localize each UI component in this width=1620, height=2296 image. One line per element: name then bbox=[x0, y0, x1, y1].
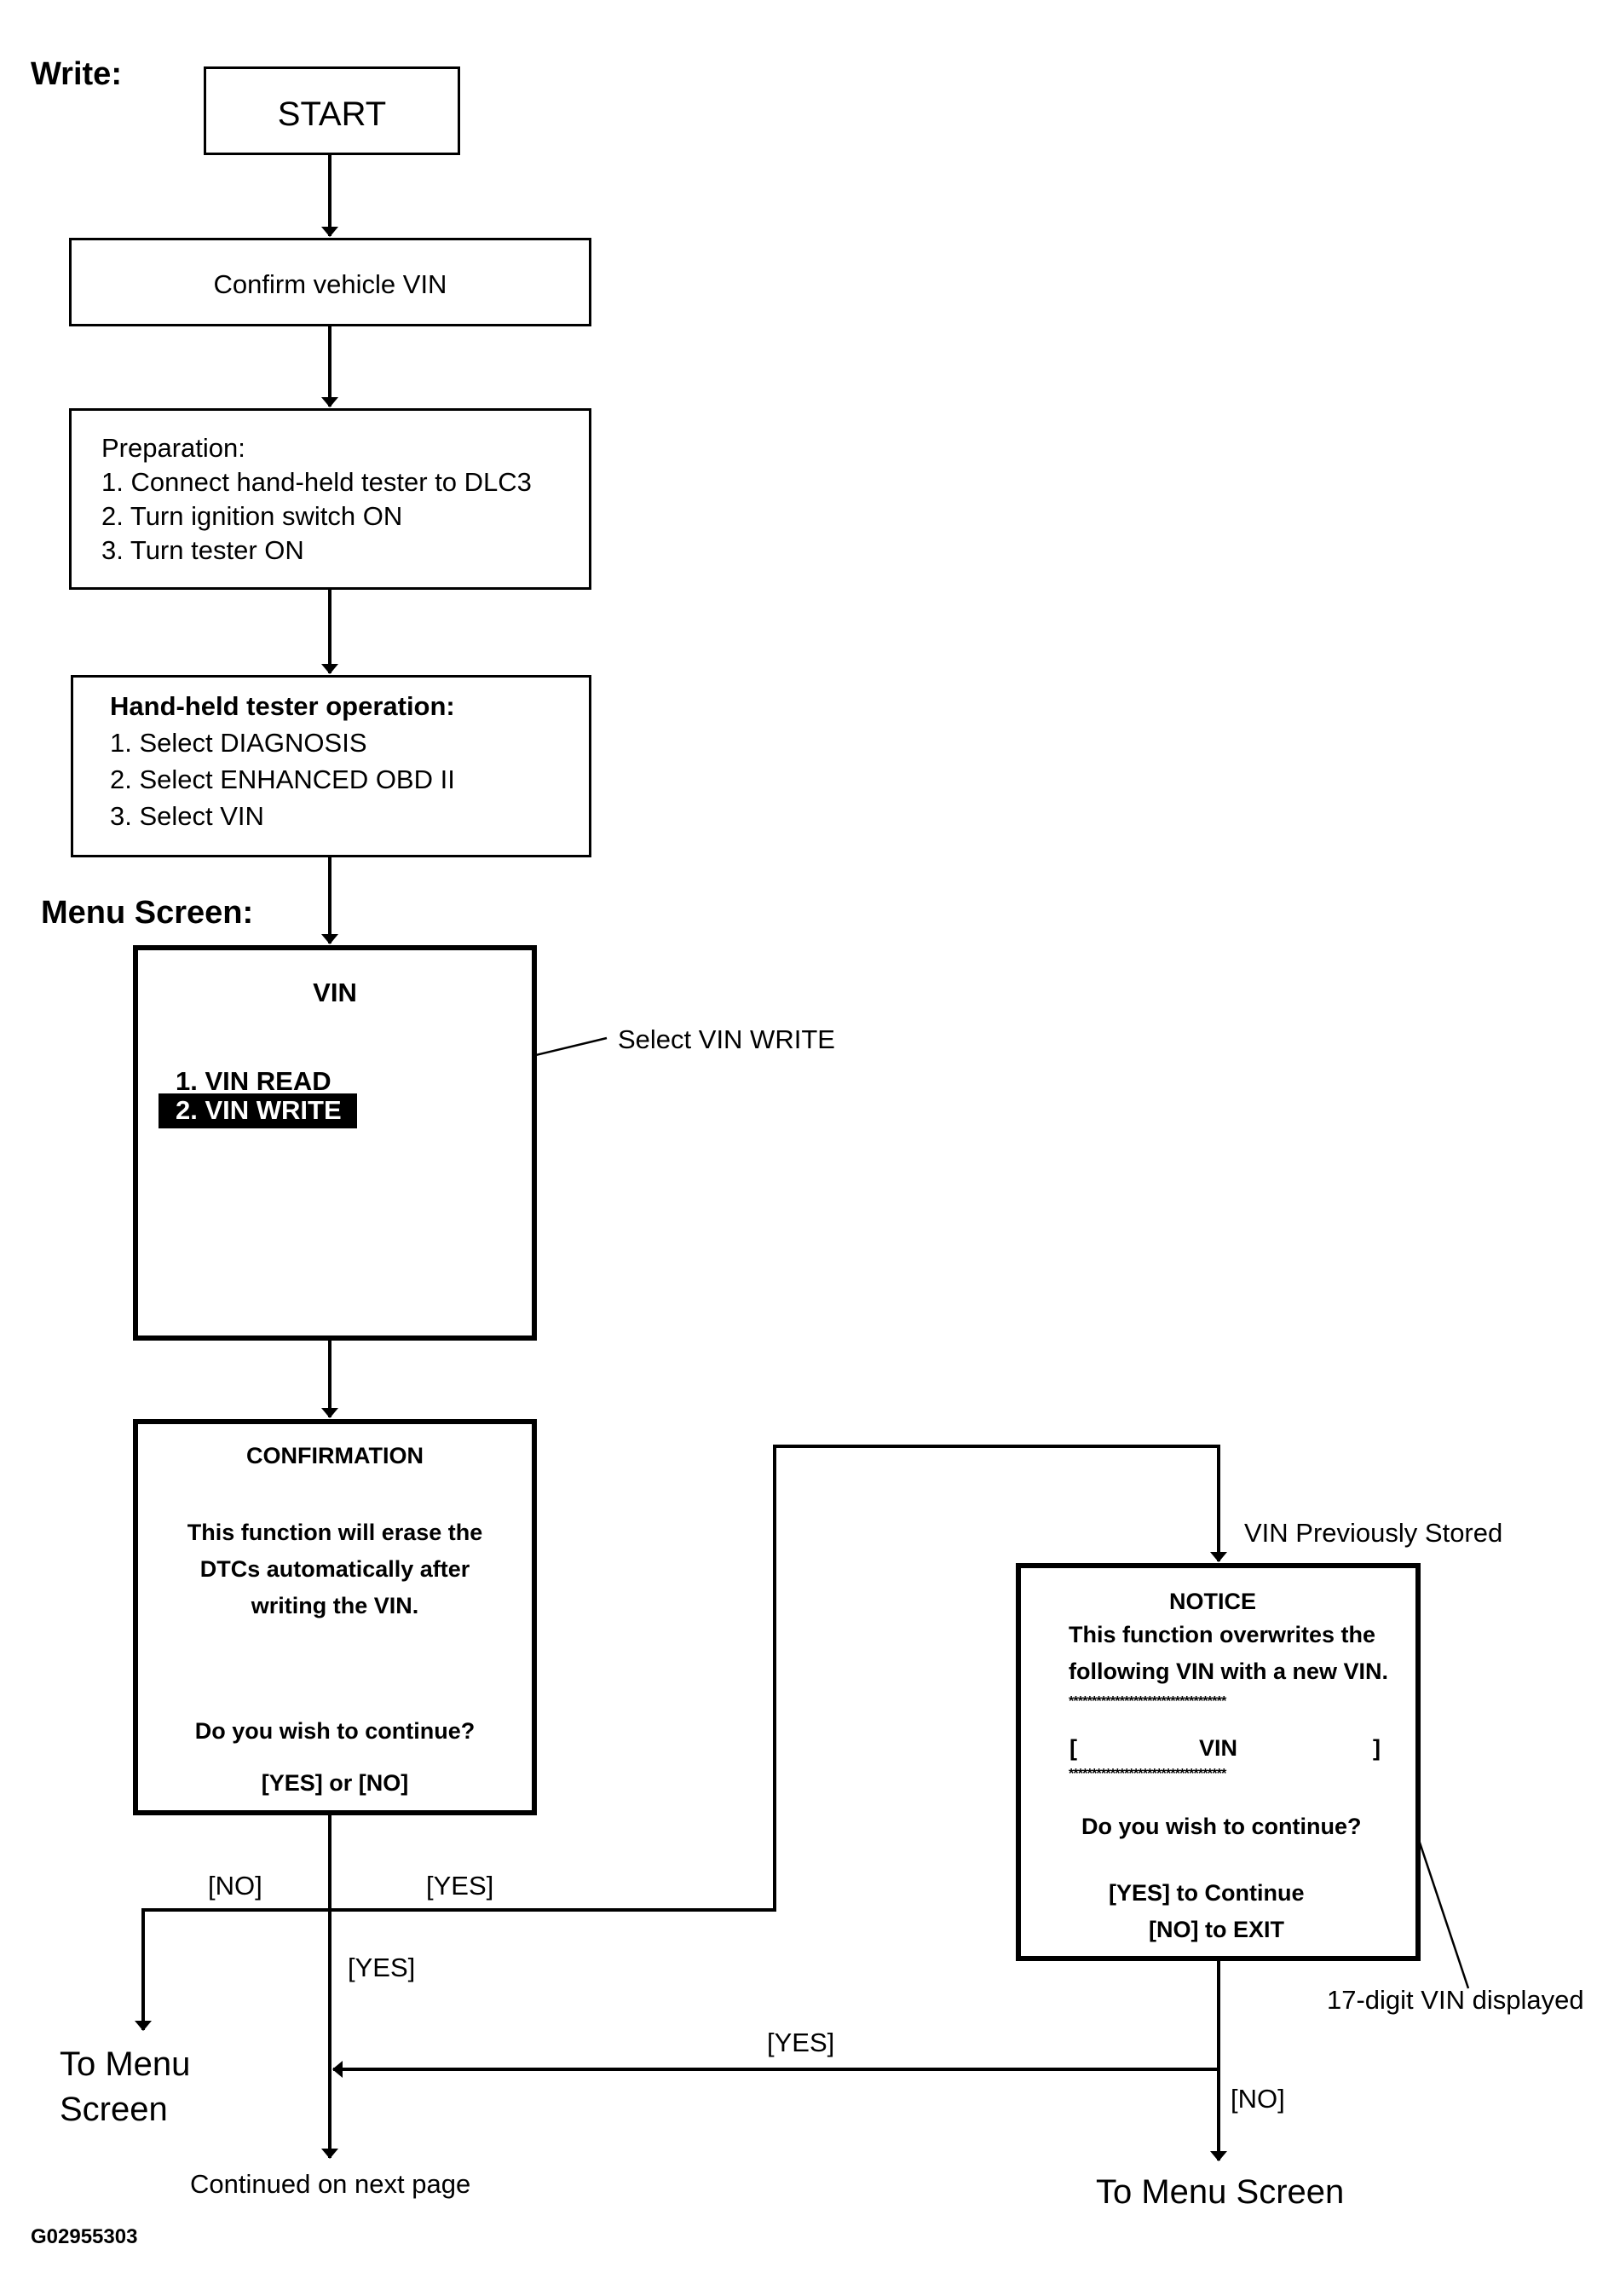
notice-title: NOTICE bbox=[1169, 1589, 1257, 1614]
vin-displayed-label: 17-digit VIN displayed bbox=[1327, 1985, 1584, 2015]
write-heading: Write: bbox=[31, 56, 122, 92]
notice-vin-right-bracket: ] bbox=[1373, 1735, 1381, 1761]
confirmation-message: writing the VIN. bbox=[251, 1593, 419, 1618]
callout-select-vin-write: Select VIN WRITE bbox=[618, 1024, 835, 1054]
to-menu-screen-left-line: To Menu bbox=[60, 2045, 191, 2083]
confirm-vin-label: Confirm vehicle VIN bbox=[213, 269, 447, 299]
to-menu-screen-right: To Menu Screen bbox=[1096, 2173, 1345, 2211]
to-menu-screen-left-line: Screen bbox=[60, 2091, 168, 2128]
vin-previously-stored-label: VIN Previously Stored bbox=[1244, 1518, 1503, 1548]
notice-stars-top: ********************************** bbox=[1069, 1694, 1226, 1709]
preparation-box: Preparation: 1. Connect hand-held tester… bbox=[69, 408, 591, 590]
yes-continue-label: [YES] bbox=[348, 1953, 416, 1982]
no-branch-label: [NO] bbox=[208, 1871, 262, 1901]
notice-question: Do you wish to continue? bbox=[1081, 1814, 1362, 1839]
arrow-no-to-menu bbox=[135, 1908, 330, 2031]
confirm-vin-box: Confirm vehicle VIN bbox=[69, 238, 591, 326]
preparation-text: Preparation: 1. Connect hand-held tester… bbox=[101, 431, 532, 568]
start-label: START bbox=[277, 95, 387, 133]
arrow-yes-to-notice bbox=[330, 1445, 1227, 1912]
menu-screen-title: VIN bbox=[313, 978, 357, 1007]
confirmation-message: This function will erase the bbox=[187, 1520, 483, 1545]
confirmation-question: Do you wish to continue? bbox=[194, 1718, 476, 1744]
figure-id: G02955303 bbox=[31, 2225, 138, 2248]
tester-operation-step: 3. Select VIN bbox=[110, 801, 264, 831]
tester-operation-box: Hand-held tester operation: 1. Select DI… bbox=[71, 675, 591, 857]
menu-item-vin-read: 1. VIN READ bbox=[176, 1066, 331, 1096]
notice-message: This function overwrites the bbox=[1069, 1622, 1376, 1647]
preparation-step: 1. Connect hand-held tester to DLC3 bbox=[101, 467, 532, 497]
tester-operation-step: 1. Select DIAGNOSIS bbox=[110, 728, 367, 758]
start-box: START bbox=[204, 66, 460, 155]
menu-item-vin-write: 2. VIN WRITE bbox=[159, 1093, 357, 1128]
menu-screen: VIN 1. VIN READ 2. VIN WRITE bbox=[133, 945, 537, 1341]
notice-message: following VIN with a new VIN. bbox=[1069, 1659, 1389, 1684]
notice-screen: NOTICE This function overwrites the foll… bbox=[1016, 1563, 1421, 1961]
confirmation-title: CONFIRMATION bbox=[246, 1443, 424, 1468]
menu-item-vin-write-label: 2. VIN WRITE bbox=[159, 1093, 357, 1128]
notice-no-option: [NO] to EXIT bbox=[1149, 1917, 1284, 1942]
tester-operation-title: Hand-held tester operation: bbox=[110, 691, 455, 721]
continued-next-page: Continued on next page bbox=[190, 2169, 471, 2199]
confirmation-options: [YES] or [NO] bbox=[261, 1770, 409, 1796]
no-exit-label: [NO] bbox=[1231, 2084, 1285, 2114]
tester-operation-step: 2. Select ENHANCED OBD II bbox=[110, 764, 455, 794]
preparation-title: Preparation: bbox=[101, 433, 245, 463]
tester-operation-text: Hand-held tester operation: 1. Select DI… bbox=[110, 688, 455, 834]
confirmation-screen: CONFIRMATION This function will erase th… bbox=[133, 1419, 537, 1815]
notice-yes-option: [YES] to Continue bbox=[1109, 1880, 1305, 1906]
to-menu-screen-left: To Menu Screen bbox=[60, 2042, 190, 2132]
preparation-step: 2. Turn ignition switch ON bbox=[101, 501, 403, 531]
confirmation-message: DTCs automatically after bbox=[199, 1556, 470, 1582]
yes-branch-label: [YES] bbox=[426, 1871, 494, 1901]
notice-vin-left-bracket: [ bbox=[1069, 1735, 1077, 1761]
preparation-step: 3. Turn tester ON bbox=[101, 535, 304, 565]
notice-stars-bottom: ********************************** bbox=[1069, 1767, 1226, 1781]
notice-vin-placeholder: VIN bbox=[1199, 1735, 1238, 1761]
menu-screen-heading: Menu Screen: bbox=[41, 895, 254, 931]
yes-return-label: [YES] bbox=[767, 2028, 835, 2057]
